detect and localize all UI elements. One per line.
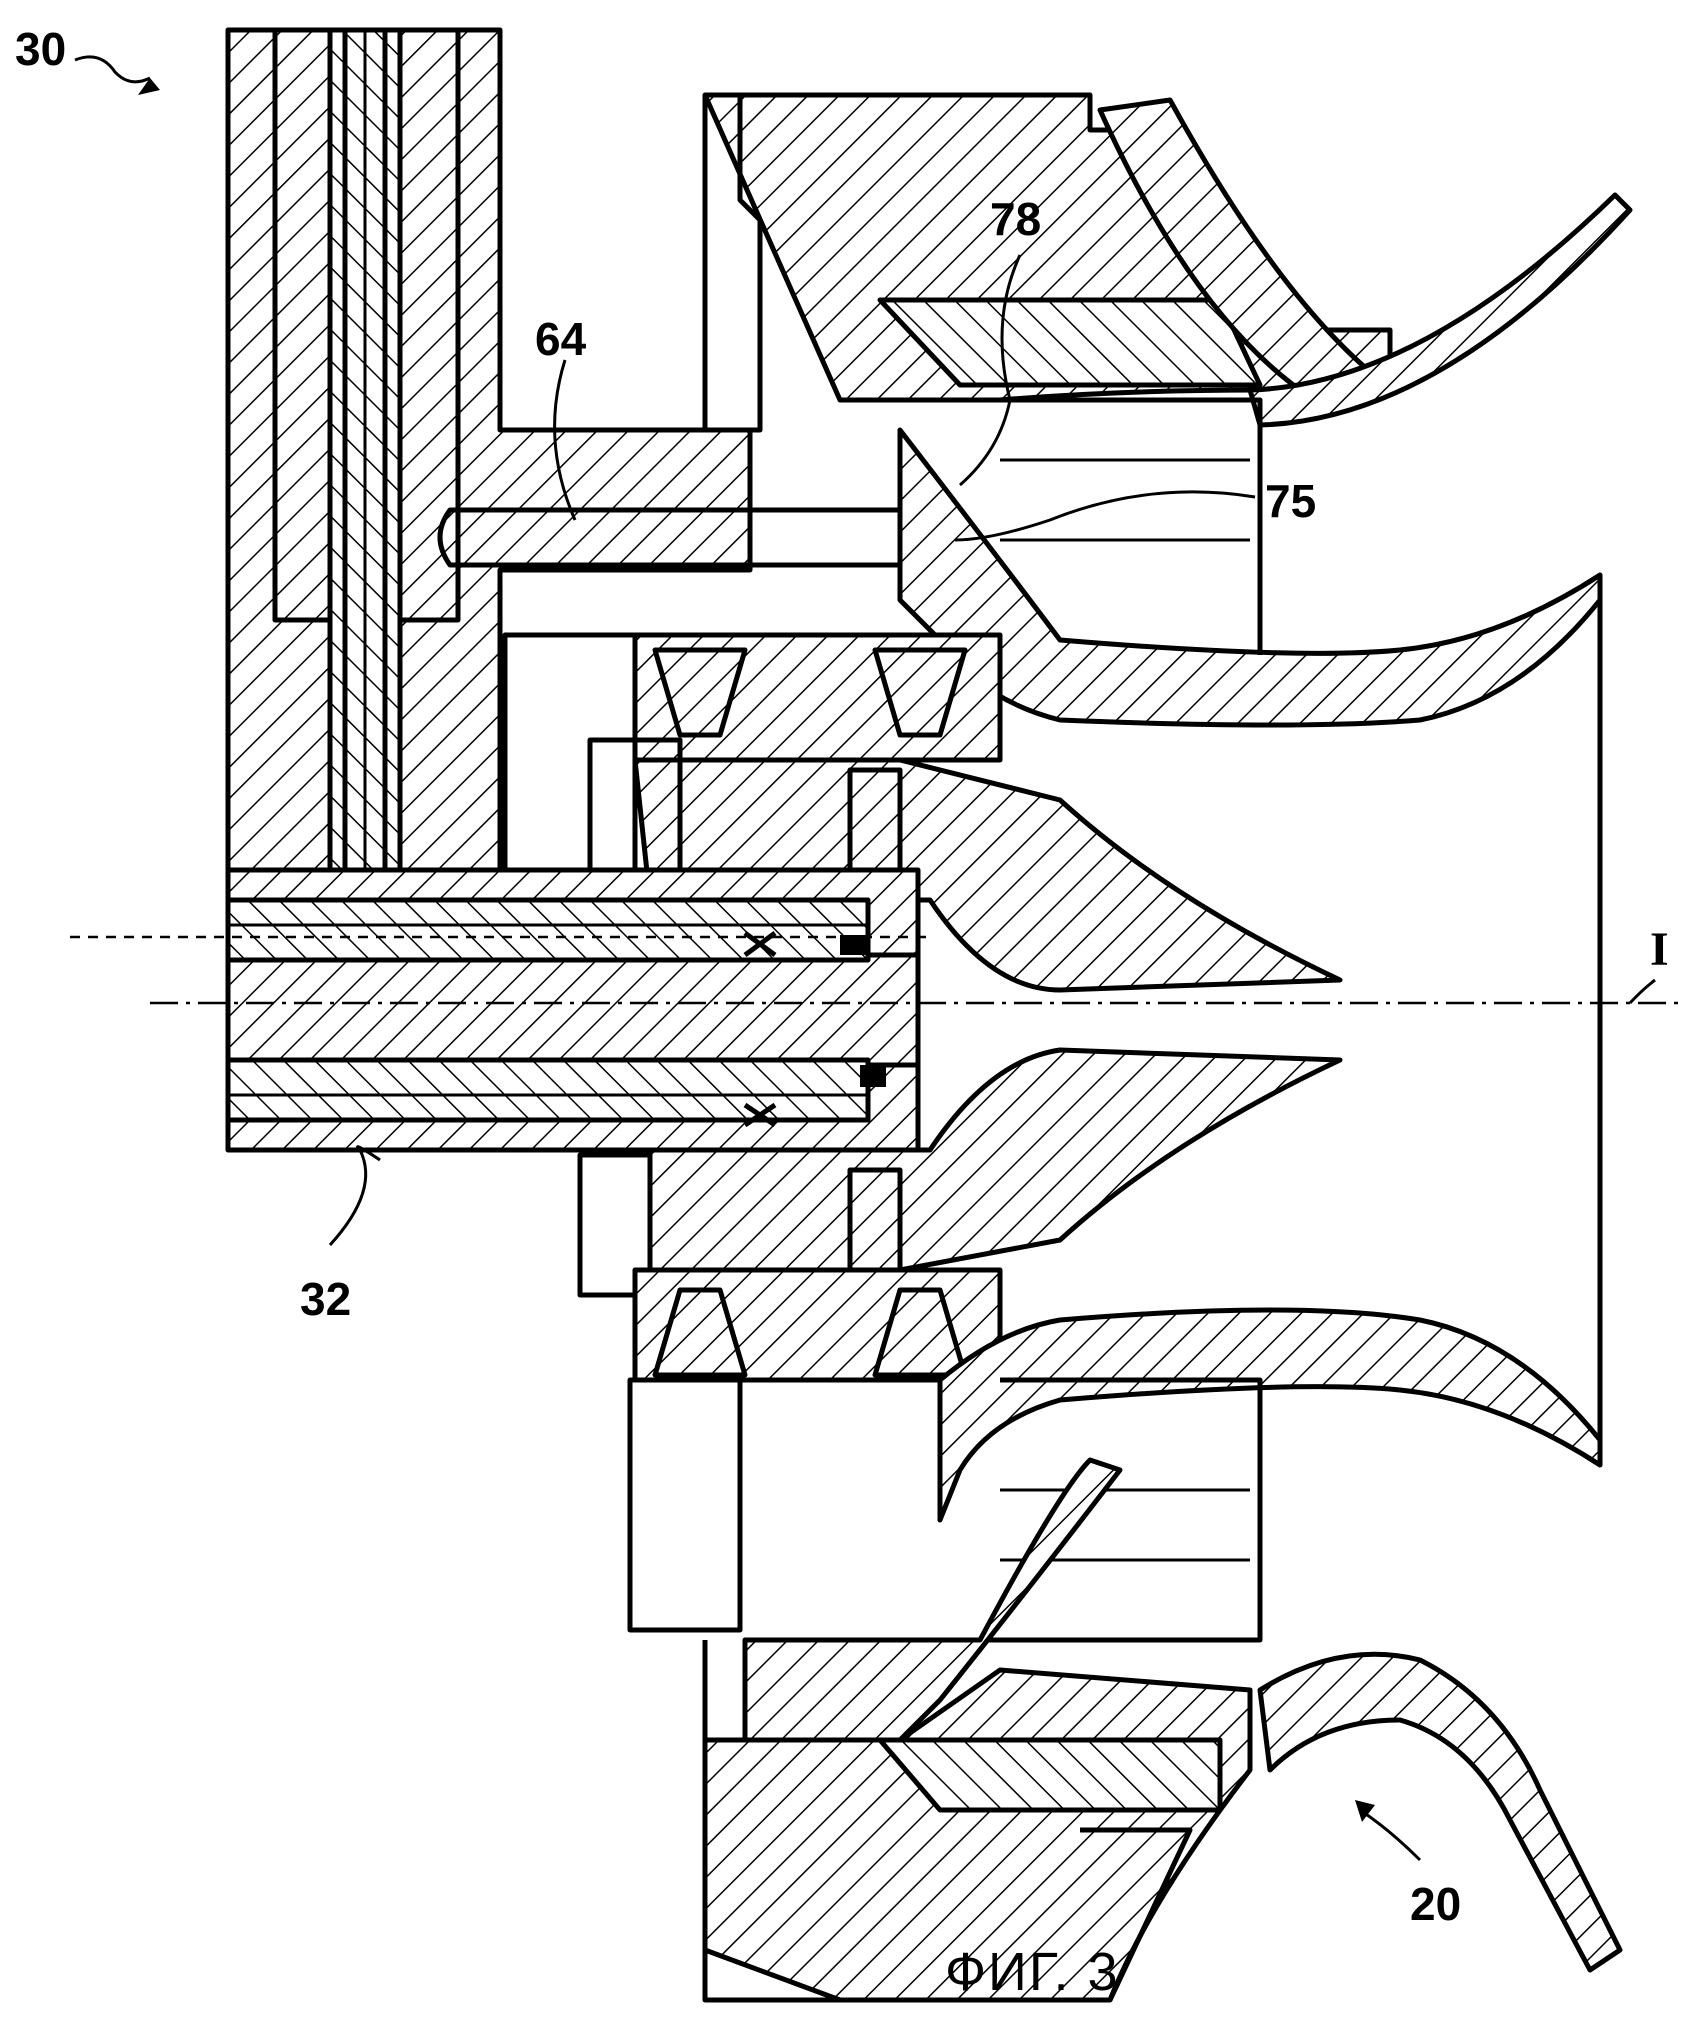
central-sleeve-32 bbox=[225, 867, 921, 1153]
arrow-30 bbox=[138, 78, 160, 95]
lower-ring-blocks bbox=[577, 1047, 1343, 1633]
label-32: 32 bbox=[300, 1273, 351, 1325]
label-20: 20 bbox=[1410, 1878, 1461, 1930]
label-30: 30 bbox=[15, 23, 66, 75]
lower-casing bbox=[702, 1457, 1623, 2003]
label-75: 75 bbox=[1265, 475, 1316, 527]
figure-caption: ФИГ. 3 bbox=[945, 1942, 1120, 2002]
leader-30 bbox=[74, 55, 151, 84]
leader-78 bbox=[959, 254, 1022, 487]
upper-casing bbox=[702, 92, 1633, 433]
leader-75 bbox=[954, 490, 1256, 542]
arrow-20 bbox=[1355, 1800, 1375, 1822]
reference-labels: 30 64 78 75 32 20 I bbox=[15, 23, 1669, 1930]
leader-lines bbox=[74, 55, 1422, 1862]
upper-ring-blocks bbox=[502, 632, 1343, 993]
leader-20 bbox=[1359, 1808, 1422, 1862]
upper-venturi bbox=[897, 397, 1603, 728]
label-78: 78 bbox=[990, 193, 1041, 245]
leader-64 bbox=[553, 359, 577, 521]
leader-32 bbox=[328, 1145, 381, 1247]
label-64: 64 bbox=[535, 313, 587, 365]
injector-stem bbox=[225, 27, 753, 923]
label-axis-I: I bbox=[1650, 923, 1669, 976]
axis-lines bbox=[70, 935, 1680, 1005]
lower-venturi bbox=[937, 580, 1603, 1643]
